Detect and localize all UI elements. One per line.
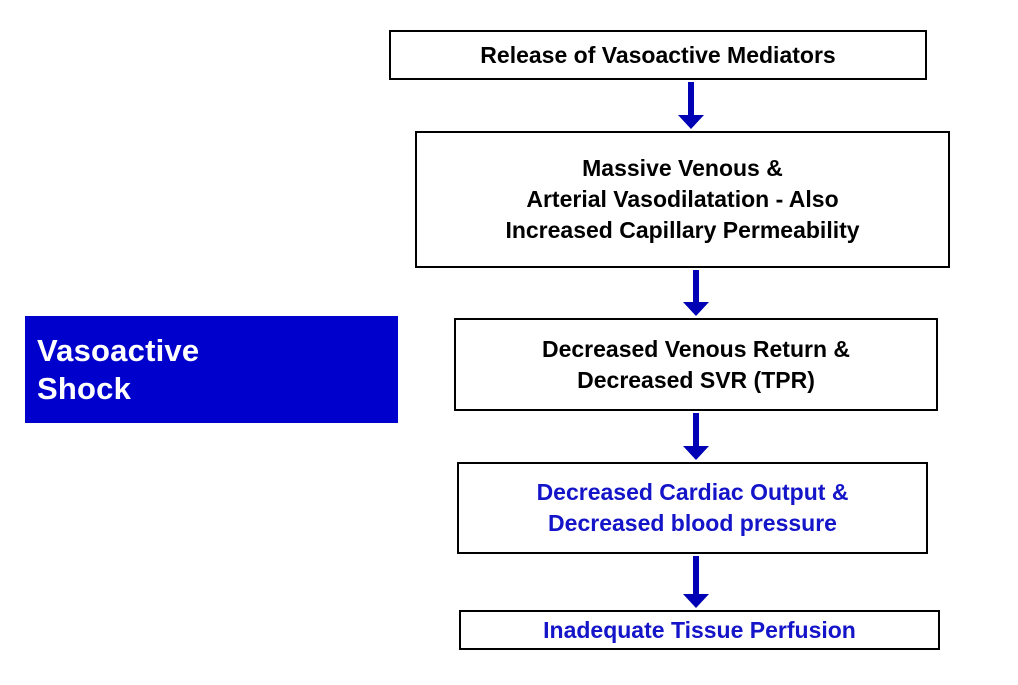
- down-arrow-icon: [683, 556, 709, 608]
- node-text-line: Decreased Cardiac Output &: [536, 479, 849, 505]
- panel-title-line-2: Shock: [37, 370, 132, 406]
- node-text-line: Decreased Venous Return &: [541, 335, 851, 362]
- arrow-stem: [693, 270, 699, 302]
- node-text-line: Decreased SVR (TPR): [577, 366, 815, 393]
- flow-node-decreased-venous-return: Decreased Venous Return & Decreased SVR …: [454, 318, 938, 411]
- down-arrow-icon: [678, 82, 704, 129]
- node-text-line: Inadequate Tissue Perfusion: [543, 616, 856, 643]
- arrow-head: [683, 594, 709, 608]
- node-text-line: Release of Vasoactive Mediators: [480, 41, 836, 68]
- panel-title-line-1: Vasoactive: [37, 332, 200, 368]
- flow-node-massive-vasodilatation: Massive Venous & Arterial Vasodilatation…: [415, 131, 950, 268]
- node-text-line: Arterial Vasodilatation - Also: [526, 186, 839, 212]
- flow-node-inadequate-tissue-perfusion: Inadequate Tissue Perfusion: [459, 610, 940, 650]
- flow-node-release-of-vasoactive-mediators: Release of Vasoactive Mediators: [389, 30, 927, 80]
- arrow-stem: [693, 413, 699, 446]
- down-arrow-icon: [683, 270, 709, 316]
- node-text-line: Decreased blood pressure: [548, 510, 837, 536]
- node-text-line: Increased Capillary Permeability: [505, 217, 860, 243]
- flow-node-decreased-cardiac-output: Decreased Cardiac Output & Decreased blo…: [457, 462, 928, 554]
- arrow-stem: [688, 82, 694, 115]
- down-arrow-icon: [683, 413, 709, 460]
- vasoactive-shock-title-panel: Vasoactive Shock: [25, 316, 398, 423]
- node-text-line: Massive Venous &: [582, 155, 783, 181]
- arrow-head: [678, 115, 704, 129]
- arrow-head: [683, 446, 709, 460]
- arrow-head: [683, 302, 709, 316]
- arrow-stem: [693, 556, 699, 594]
